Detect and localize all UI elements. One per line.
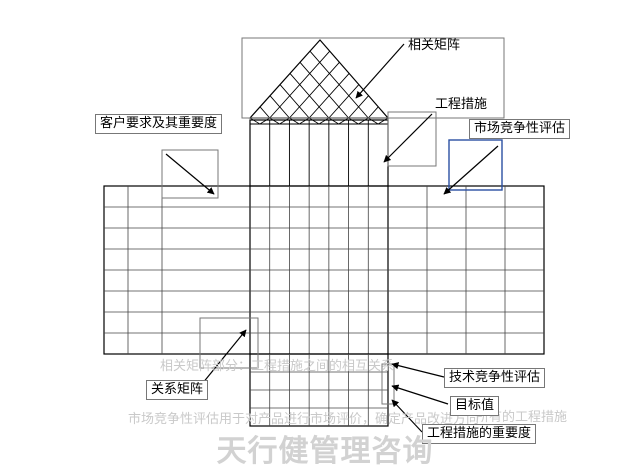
label-market-competitiveness: 市场竞争性评估 bbox=[469, 119, 571, 139]
engineering-measures-block bbox=[249, 119, 389, 187]
background-text-2: 市场竞争性评估用于对产品进行市场评价，确定产品改进方向 bbox=[128, 412, 480, 427]
label-technical-competitiveness: 技术竞争性评估 bbox=[444, 368, 546, 388]
callout-frames bbox=[161, 37, 505, 405]
background-text-1: 相关矩阵部分：工程措施之间的相互关系 bbox=[160, 359, 395, 374]
label-engineering-measures: 工程措施 bbox=[435, 97, 488, 112]
label-relationship-matrix: 关系矩阵 bbox=[146, 380, 209, 400]
correlation-roof bbox=[248, 39, 390, 125]
main-house-body bbox=[103, 185, 545, 355]
bottom-rooms bbox=[249, 353, 389, 427]
label-customer-requirements: 客户要求及其重要度 bbox=[95, 114, 223, 134]
market-highlight-frame bbox=[448, 139, 503, 191]
label-target-value: 目标值 bbox=[450, 396, 500, 416]
watermark: 天行健管理咨询 bbox=[216, 434, 434, 469]
label-measure-importance: 工程措施的重要度 bbox=[422, 424, 537, 444]
callout-arrows bbox=[165, 43, 499, 433]
label-correlation-matrix: 相关矩阵 bbox=[408, 38, 461, 53]
